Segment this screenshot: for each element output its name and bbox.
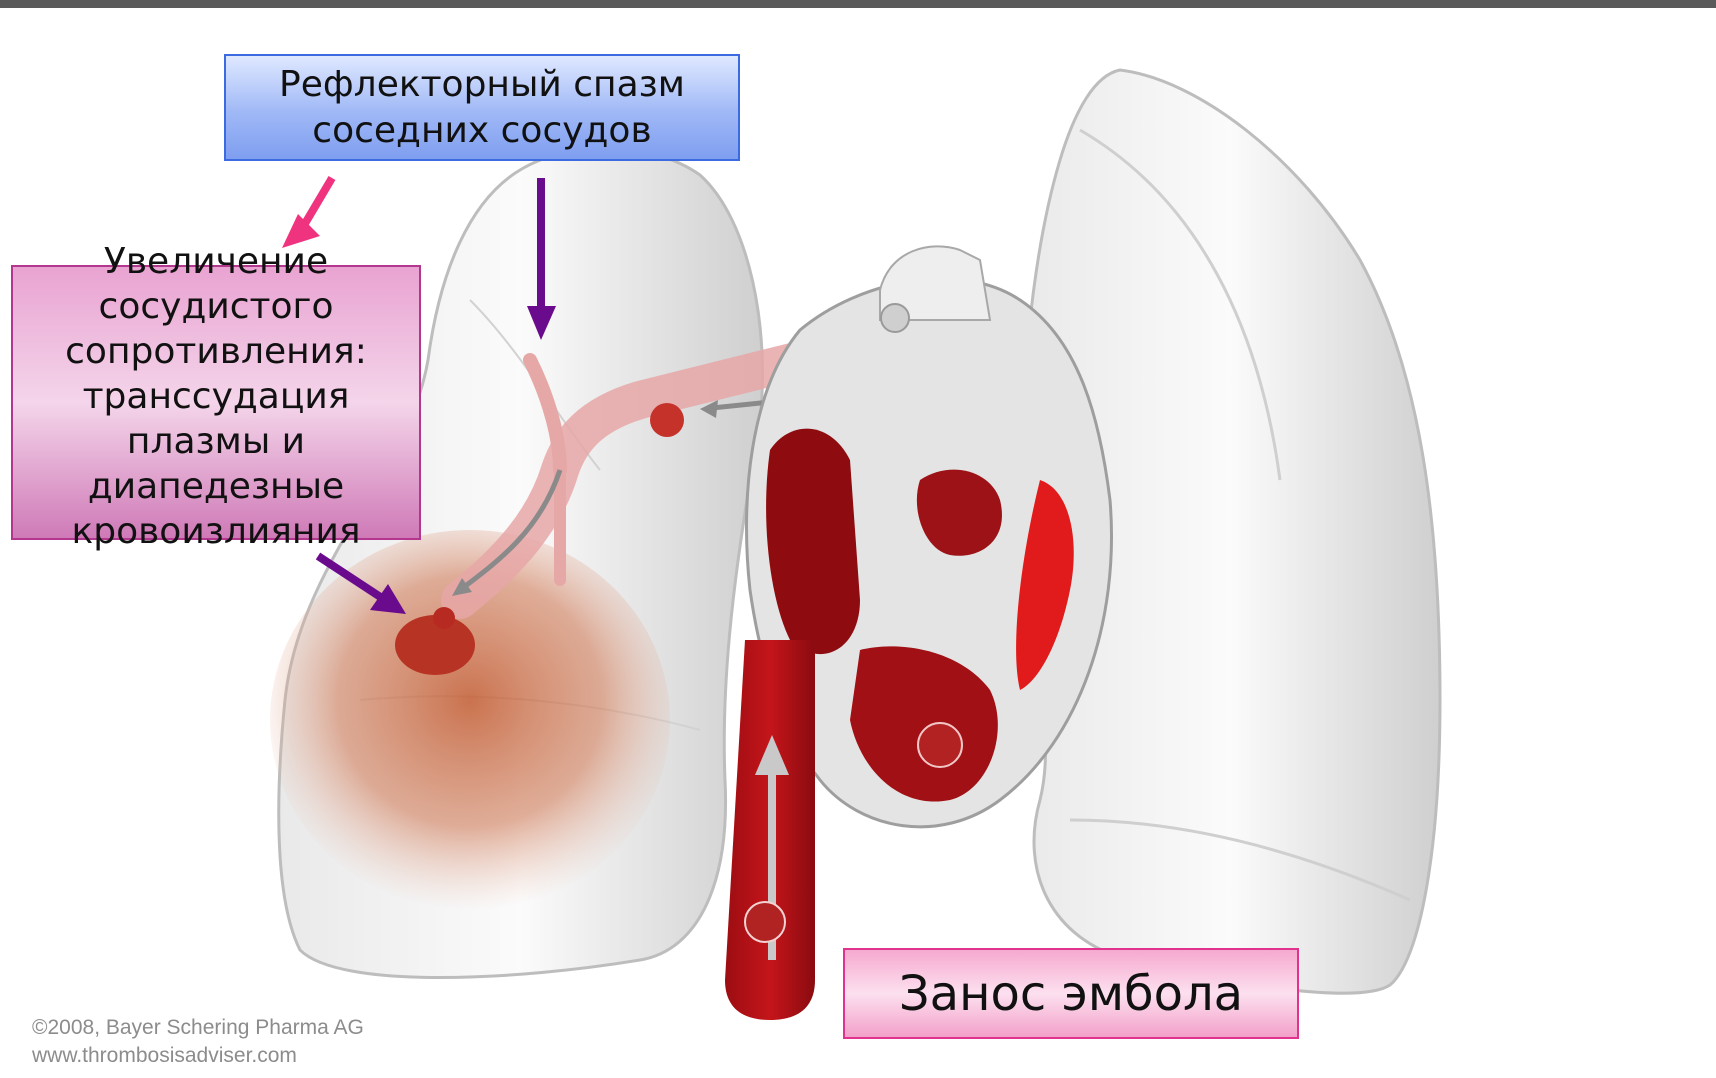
embolus-label: Занос эмбола [843,948,1299,1039]
arrow-spasm-to-resistance [282,178,332,248]
website-text: www.thrombosisadviser.com [32,1044,297,1068]
reflex-spasm-label: Рефлекторный спазм соседних сосудов [224,54,740,161]
embolus-in-vein [745,902,785,942]
embolus-in-heart [918,723,962,767]
resistance-label: Увеличение сосудистого сопротивления: тр… [11,265,421,540]
vena-cava [725,640,815,1020]
embolus-text: Занос эмбола [899,966,1243,1022]
reflex-spasm-text: Рефлекторный спазм соседних сосудов [226,62,738,154]
copyright-text: ©2008, Bayer Schering Pharma AG [32,1016,364,1040]
embolus-in-artery [650,403,684,437]
resistance-text: Увеличение сосудистого сопротивления: тр… [13,239,419,554]
embolus-in-lung [433,607,455,629]
